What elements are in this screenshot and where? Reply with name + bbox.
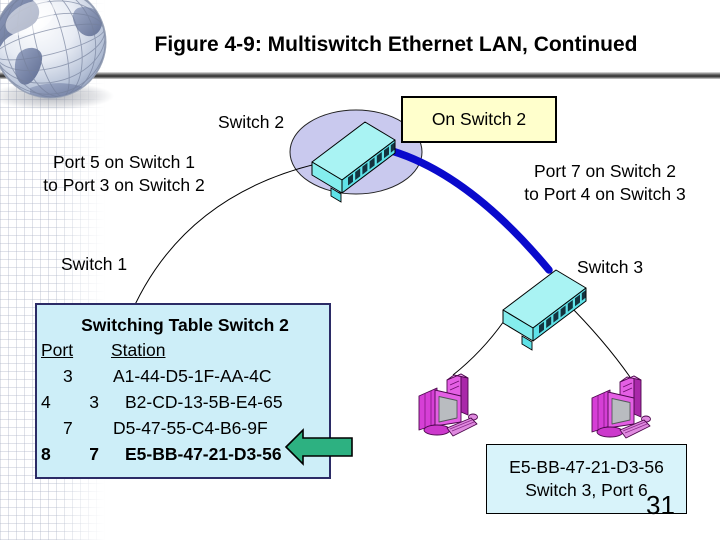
switching-table-header: Port Station bbox=[41, 337, 329, 363]
table-row: 7 D5-47-55-C4-B6-9F bbox=[63, 418, 268, 438]
table-row-highlighted: 8 7 E5-BB-47-21-D3-56 bbox=[41, 444, 282, 464]
title-divider bbox=[0, 72, 720, 79]
table-row: 3 A1-44-D5-1F-AA-4C bbox=[63, 366, 272, 386]
cable-switch3-pc-left bbox=[452, 320, 505, 376]
on-switch2-callout-text: On Switch 2 bbox=[431, 109, 527, 129]
computer-icon-left bbox=[418, 373, 478, 437]
globe-icon bbox=[0, 0, 114, 110]
station-note-box: E5-BB-47-21-D3-56 Switch 3, Port 6 bbox=[486, 444, 687, 514]
switching-table: Switching Table Switch 2 Port Station 3 … bbox=[35, 303, 331, 479]
switch1-label: Switch 1 bbox=[61, 254, 128, 274]
green-arrow-icon bbox=[284, 428, 353, 466]
cable-switch3-pc-right bbox=[565, 301, 631, 378]
col-header-port: Port bbox=[41, 340, 74, 360]
cable-switch2-switch3-blue bbox=[388, 147, 553, 274]
computer-icon-right bbox=[591, 375, 651, 439]
page-number: 31 bbox=[646, 490, 675, 520]
station-note-port: Switch 3, Port 6 bbox=[525, 480, 648, 500]
switch3-label: Switch 3 bbox=[577, 257, 644, 277]
link-s2-s3-label: Port 7 on Switch 2 to Port 4 on Switch 3 bbox=[524, 161, 686, 204]
switching-table-title: Switching Table Switch 2 bbox=[81, 315, 289, 335]
switch2-label: Switch 2 bbox=[218, 112, 285, 132]
slide-title: Figure 4-9: Multiswitch Ethernet LAN, Co… bbox=[154, 33, 638, 56]
table-row: 4 3 B2-CD-13-5B-E4-65 bbox=[41, 392, 283, 412]
on-switch2-callout: On Switch 2 bbox=[401, 96, 557, 143]
ethernet-switch-icon-switch3 bbox=[502, 269, 587, 351]
link-s1-s2-label: Port 5 on Switch 1 to Port 3 on Switch 2 bbox=[43, 152, 205, 195]
col-header-station: Station bbox=[111, 340, 166, 360]
station-note-mac: E5-BB-47-21-D3-56 bbox=[509, 457, 664, 477]
